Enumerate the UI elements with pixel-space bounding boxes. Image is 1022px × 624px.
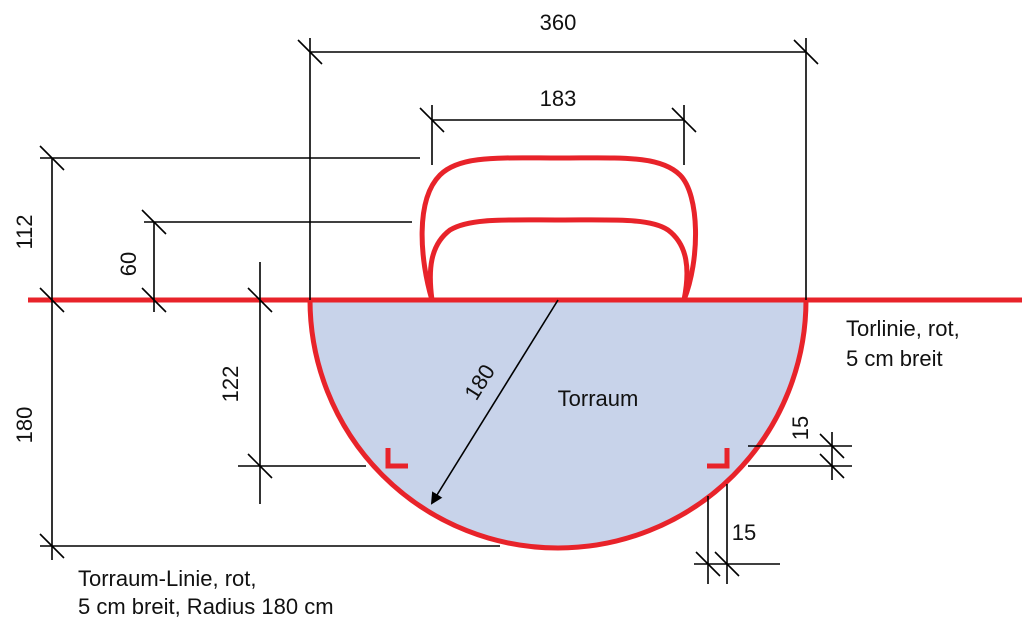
- dim-15-right-label: 15: [788, 416, 813, 440]
- dim-122-label: 122: [218, 366, 243, 403]
- goal-area-line: [307, 299, 809, 551]
- corner-mark-right: [707, 448, 730, 469]
- corner-mark-left: [385, 448, 408, 469]
- radius-arrow: [430, 299, 559, 505]
- dim-180-left-label: 180: [12, 407, 37, 444]
- dim-183-label: 183: [540, 86, 577, 111]
- label-torraum: Torraum: [558, 386, 639, 411]
- goal-frame-outer: [419, 155, 698, 301]
- goal-area-fill: [310, 300, 806, 548]
- label-torraumlinie-line2: 5 cm breit, Radius 180 cm: [78, 594, 334, 619]
- label-torraumlinie-line1: Torraum-Linie, rot,: [78, 566, 257, 591]
- label-torlinie-line1: Torlinie, rot,: [846, 316, 960, 341]
- dim-112-label: 112: [12, 214, 37, 249]
- dim-360-label: 360: [540, 10, 577, 35]
- label-torlinie-line2: 5 cm breit: [846, 346, 943, 371]
- goal-frame-inner: [427, 217, 690, 301]
- dim-60-label: 60: [116, 252, 141, 276]
- dim-15-bottom-label: 15: [732, 520, 756, 545]
